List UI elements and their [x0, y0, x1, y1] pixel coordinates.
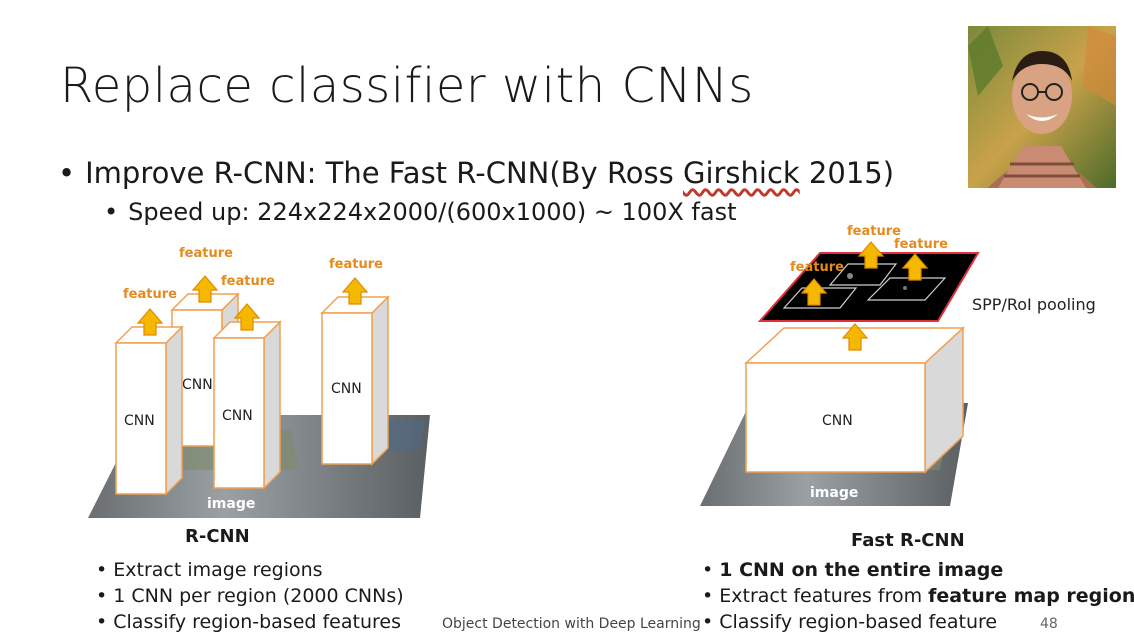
feature-label: feature — [179, 246, 233, 261]
feature-label: feature — [847, 224, 901, 239]
bullet-speed-up: •Speed up: 224x224x2000/(600x1000) ~ 100… — [104, 198, 737, 226]
image-label: image — [810, 485, 858, 501]
list-item: Classify region-based feature — [702, 609, 1134, 635]
cnn-box: CNN — [212, 320, 282, 490]
image-label: image — [207, 496, 255, 512]
list-item: Extract features from feature map region… — [702, 583, 1134, 609]
cnn-label: CNN — [331, 381, 362, 397]
list-item: Extract image regions — [96, 557, 404, 583]
cnn-box: CNN — [114, 325, 184, 496]
feature-label: feature — [894, 237, 948, 252]
cnn-label: CNN — [182, 377, 213, 393]
slide-footer: Object Detection with Deep Learning — [442, 616, 701, 632]
slide-title: Replace classifier with CNNs — [60, 58, 754, 114]
page-number: 48 — [1040, 616, 1058, 632]
rcnn-bullets: Extract image regions 1 CNN per region (… — [96, 557, 404, 635]
feature-label: feature — [221, 274, 275, 289]
portrait-photo — [968, 26, 1116, 188]
cnn-label: CNN — [124, 413, 155, 429]
fast-rcnn-bullets: 1 CNN on the entire image Extract featur… — [702, 557, 1134, 635]
fast-rcnn-caption: Fast R-CNN — [851, 530, 965, 551]
feature-label: feature — [329, 257, 383, 272]
pooling-label: SPP/RoI pooling — [972, 295, 1096, 314]
rcnn-diagram: image CNN CNN CNN CNN — [88, 246, 430, 518]
list-item: 1 CNN per region (2000 CNNs) — [96, 583, 403, 609]
fast-rcnn-diagram: image CNN feature feature feature SPP/Ro… — [700, 224, 1096, 506]
feature-label: feature — [123, 287, 177, 302]
cnn-box: CNN — [320, 295, 390, 466]
feature-label: feature — [790, 260, 844, 275]
author-name: Girshick — [682, 156, 800, 190]
cnn-label: CNN — [222, 408, 253, 424]
list-item: Classify region-based features — [96, 609, 404, 635]
cnn-label: CNN — [822, 413, 853, 429]
rcnn-caption: R-CNN — [185, 526, 250, 547]
bullet-fast-rcnn: •Improve R-CNN: The Fast R-CNN(By Ross G… — [58, 156, 895, 190]
list-item: 1 CNN on the entire image — [702, 557, 1134, 583]
